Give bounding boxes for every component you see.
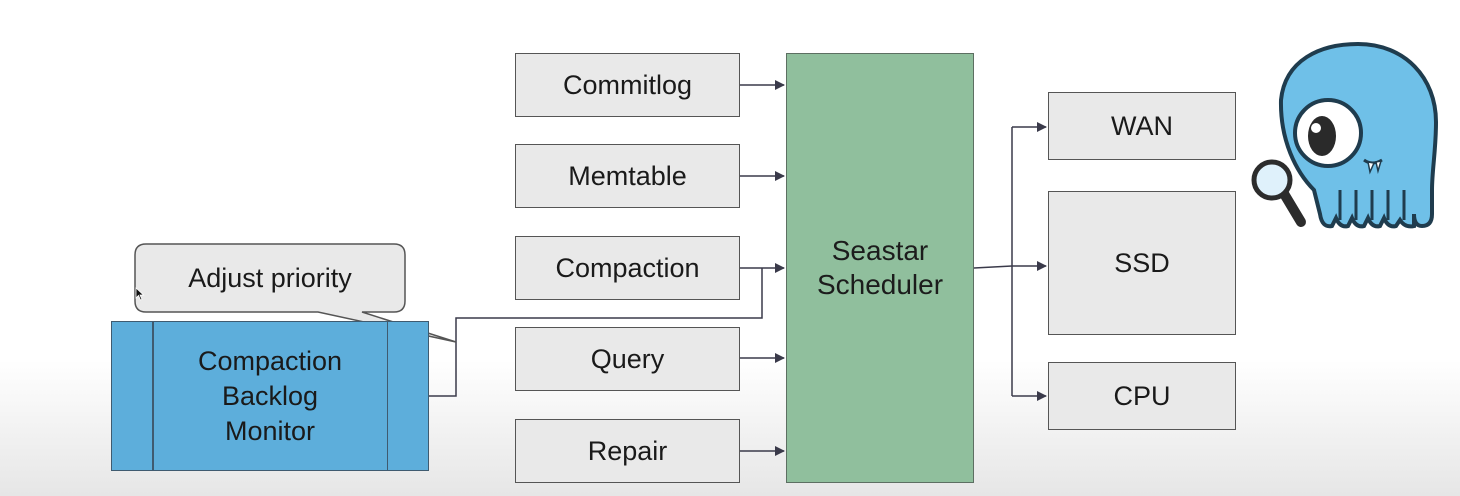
monitor-label-line3: Monitor (224, 415, 315, 446)
output-label: CPU (1113, 380, 1171, 411)
monitor-label-line1: Compaction (197, 345, 343, 376)
compaction-backlog-monitor: Compaction Backlog Monitor (111, 321, 429, 471)
input-label: Query (590, 343, 665, 374)
monitor-divider-left (152, 322, 154, 470)
octopus-mascot-icon (1251, 41, 1439, 229)
monitor-divider-right (386, 322, 388, 470)
input-box-repair: Repair (515, 419, 740, 483)
input-label: Compaction (555, 252, 700, 283)
input-box-compaction: Compaction (515, 236, 740, 300)
monitor-label: Compaction Backlog Monitor (152, 322, 388, 470)
output-box-cpu: CPU (1048, 362, 1236, 430)
output-label: SSD (1114, 247, 1170, 278)
monitor-connector (429, 268, 763, 397)
monitor-label-line2: Backlog (221, 380, 319, 411)
output-arrows (973, 122, 1047, 401)
output-label: WAN (1111, 110, 1173, 141)
callout-text: Adjust priority (188, 262, 352, 293)
scheduler-label-line1: Seastar (831, 235, 929, 266)
output-box-wan: WAN (1048, 92, 1236, 160)
input-box-memtable: Memtable (515, 144, 740, 208)
scheduler-label-line2: Scheduler (816, 269, 944, 300)
input-box-commitlog: Commitlog (515, 53, 740, 117)
scheduler-box: Seastar Scheduler (786, 53, 974, 483)
input-label: Memtable (568, 160, 687, 191)
input-label: Commitlog (562, 69, 693, 100)
input-label: Repair (587, 435, 668, 466)
input-box-query: Query (515, 327, 740, 391)
output-box-ssd: SSD (1048, 191, 1236, 335)
magnifier-icon (1251, 159, 1293, 201)
mouse-cursor-icon (135, 287, 145, 301)
